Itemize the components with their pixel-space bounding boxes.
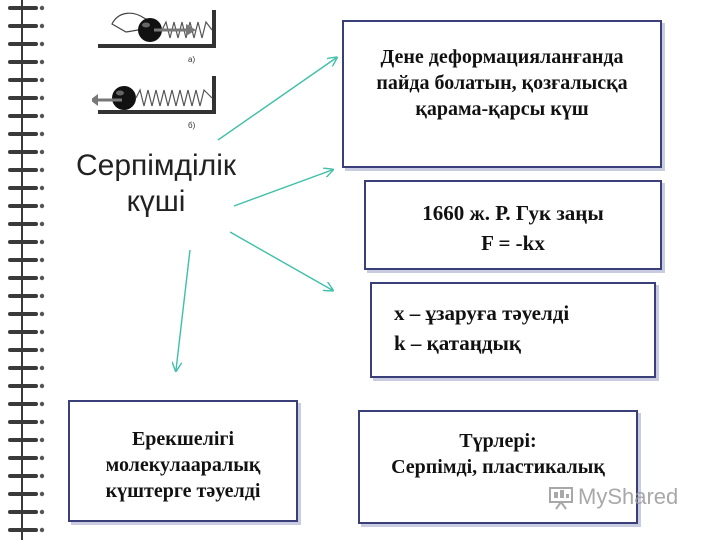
variables-line-1: x – ұзаруға тәуелді [394,301,570,325]
variables-box: x – ұзаруға тәуелді k – қатаңдық [370,282,656,378]
spiral-ring [8,203,45,209]
main-term-line-2: күші [126,185,186,218]
spiral-ring [8,5,45,11]
spiral-ring [8,185,45,191]
spiral-ring [8,311,45,317]
feature-box: Ерекшелігі молекулааралық күштерге тәуел… [68,400,298,522]
spiral-ring [8,437,45,443]
spiral-ring [8,275,45,281]
spiral-ring [8,509,45,515]
types-line-2: Серпімді, пластикалық [391,456,605,478]
definition-line-2: пайда болатын, қозғалысқа [376,72,628,94]
spiral-ring [8,347,45,353]
notebook-spiral-binding [8,0,45,540]
watermark: MyShared [548,484,678,510]
spiral-ring [8,167,45,173]
types-box: Түрлері: Серпімді, пластикалық [358,410,638,524]
spiral-ring [8,239,45,245]
spiral-ring [8,473,45,479]
spiral-ring [8,95,45,101]
spiral-ring [8,23,45,29]
feature-line-2: молекулааралық [105,454,261,476]
main-term-elastic-force: Серпімділік күші [58,148,254,220]
spiral-ring [8,149,45,155]
spiral-ring [8,293,45,299]
spiral-ring [8,329,45,335]
variables-line-2: k – қатаңдық [394,331,522,355]
spiral-ring [8,365,45,371]
definition-box: Дене деформацияланғанда пайда болатын, қ… [342,20,662,168]
panel-a-label: а) [188,55,195,64]
panel-b-label: б) [188,121,196,130]
main-term-line-1: Серпімділік [75,149,237,182]
spring-stretched-figure: б) [92,76,216,130]
hooke-law-box: 1660 ж. Р. Гук заңы F = -kx [364,180,662,270]
spiral-ring [8,59,45,65]
spiral-ring [8,257,45,263]
spiral-ring [8,491,45,497]
spring-compressed-figure: а) [98,10,216,64]
spring-illustration: а) б) [92,0,228,134]
types-line-1: Түрлері: [459,430,537,452]
spiral-ring [8,383,45,389]
arrow-to-definition [217,58,336,141]
spiral-ring [8,455,45,461]
arrow-to-feature [176,249,191,370]
definition-line-3: қарама-қарсы күш [415,98,589,120]
spiral-ring [8,41,45,47]
feature-line-1: Ерекшелігі [131,428,235,450]
spiral-ring [8,131,45,137]
hooke-line-1: 1660 ж. Р. Гук заңы [422,201,604,225]
spiral-ring [8,221,45,227]
definition-line-1: Дене деформацияланғанда [380,46,624,68]
spiral-ring [8,401,45,407]
arrow-to-variables [229,231,332,290]
spiral-ring [8,77,45,83]
presentation-board-icon [549,487,573,510]
spiral-ring [8,419,45,425]
watermark-text: MyShared [578,484,679,509]
hooke-formula: F = -kx [481,231,545,255]
feature-line-3: күштерге тәуелді [105,480,261,502]
spiral-ring [8,527,45,533]
spiral-ring [8,113,45,119]
